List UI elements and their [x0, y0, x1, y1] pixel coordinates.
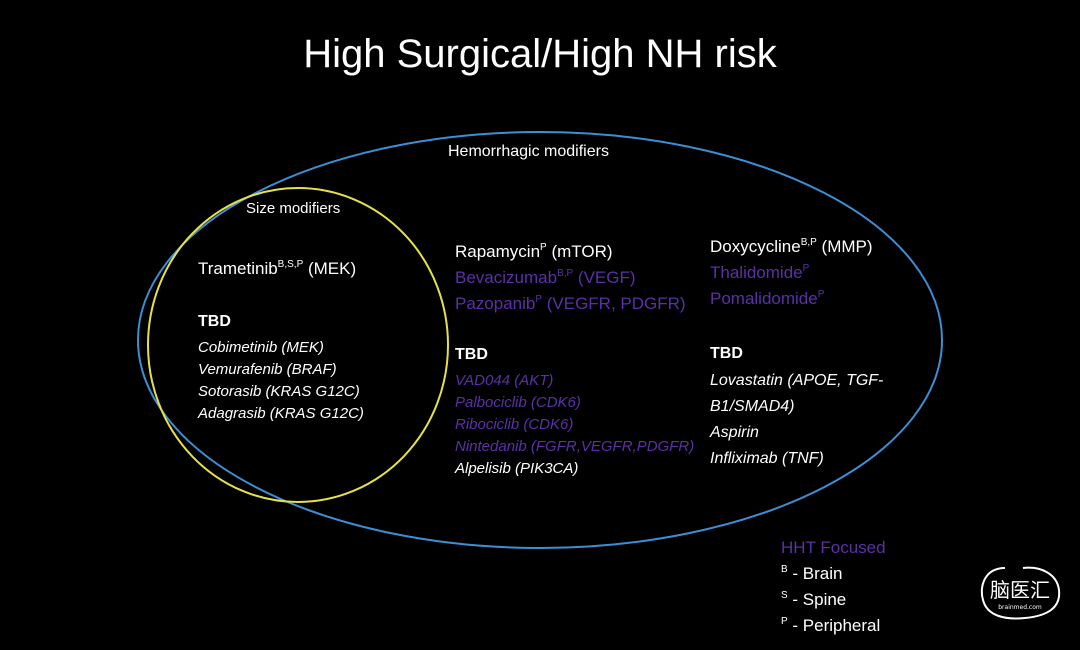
legend-item: P - Peripheral: [781, 613, 886, 639]
list-item: Sotorasib (KRAS G12C): [198, 383, 360, 400]
drug-target: (MEK): [303, 259, 357, 278]
list-item: Adagrasib (KRAS G12C): [198, 405, 364, 422]
drug-sup: B,S,P: [277, 259, 304, 270]
list-item: PazopanibP (VEGFR, PDGFR): [455, 291, 686, 317]
trametinib-entry: TrametinibB,S,P (MEK): [198, 256, 356, 282]
legend-sup: B: [781, 564, 788, 575]
list-item: Ribociclib (CDK6): [455, 416, 574, 433]
legend-sup: P: [781, 616, 788, 627]
middle-tbd-heading: TBD: [455, 346, 488, 363]
legend: HHT Focused B - Brain S - Spine P - Peri…: [781, 535, 886, 639]
legend-sup: S: [781, 590, 788, 601]
brainmed-logo: 脑医汇 brainmed.com: [980, 566, 1061, 620]
right-tbd-list: Lovastatin (APOE, TGF- B1/SMAD4) Aspirin…: [710, 368, 883, 472]
list-item: B1/SMAD4): [710, 398, 795, 415]
list-item: Nintedanib (FGFR,VEGFR,PDGFR): [455, 438, 695, 455]
list-item: BevacizumabB,P (VEGF): [455, 265, 686, 291]
logo-subtext: brainmed.com: [998, 604, 1042, 611]
logo-text: 脑医汇: [990, 578, 1050, 602]
drug-name: Pomalidomide: [710, 289, 818, 308]
drug-sup: P: [540, 242, 547, 253]
list-item: Aspirin: [710, 424, 759, 441]
right-tbd-heading: TBD: [710, 345, 743, 362]
list-item: VAD044 (AKT): [455, 372, 554, 389]
list-item: DoxycyclineB,P (MMP): [710, 234, 873, 260]
logo-swoosh: [980, 566, 1061, 620]
list-item: RapamycinP (mTOR): [455, 239, 686, 265]
inner-tbd-heading: TBD: [198, 313, 231, 330]
drug-name: Thalidomide: [710, 263, 803, 282]
slide-title: High Surgical/High NH risk: [303, 32, 777, 76]
drug-name: Bevacizumab: [455, 268, 558, 287]
hemorrhagic-modifiers-ellipse: [137, 131, 943, 549]
list-item: Vemurafenib (BRAF): [198, 361, 337, 378]
drug-target: (VEGFR, PDGFR): [542, 294, 686, 313]
inner-tbd-list: Cobimetinib (MEK) Vemurafenib (BRAF) Sot…: [198, 337, 364, 425]
middle-drug-list: RapamycinP (mTOR) BevacizumabB,P (VEGF) …: [455, 239, 686, 317]
list-item: Alpelisib (PIK3CA): [455, 460, 579, 477]
legend-item: S - Spine: [781, 587, 886, 613]
list-item: Cobimetinib (MEK): [198, 339, 324, 356]
list-item: PomalidomideP: [710, 286, 873, 312]
hemorrhagic-modifiers-label: Hemorrhagic modifiers: [448, 143, 609, 160]
size-modifiers-ellipse: [147, 187, 449, 503]
drug-sup: P: [535, 294, 543, 305]
legend-text: - Spine: [787, 590, 847, 609]
list-item: Infliximab (TNF): [710, 450, 824, 467]
list-item: ThalidomideP: [710, 260, 873, 286]
legend-item: B - Brain: [781, 561, 886, 587]
legend-heading: HHT Focused: [781, 538, 886, 557]
middle-tbd-list: VAD044 (AKT) Palbociclib (CDK6) Ribocicl…: [455, 370, 694, 480]
list-item: Lovastatin (APOE, TGF-: [710, 372, 884, 389]
drug-sup: B,P: [800, 237, 817, 248]
drug-target: (mTOR): [546, 242, 613, 261]
legend-text: - Brain: [787, 564, 843, 583]
drug-sup: P: [817, 289, 825, 300]
drug-target: (VEGF): [573, 268, 636, 287]
list-item: Palbociclib (CDK6): [455, 394, 581, 411]
right-drug-list: DoxycyclineB,P (MMP) ThalidomideP Pomali…: [710, 234, 873, 312]
drug-sup: P: [802, 263, 810, 274]
drug-name: Pazopanib: [455, 294, 536, 313]
drug-name: Trametinib: [198, 259, 278, 278]
drug-name: Rapamycin: [455, 242, 541, 261]
drug-sup: B,P: [557, 268, 574, 279]
legend-text: - Peripheral: [787, 616, 881, 635]
drug-name: Doxycycline: [710, 237, 801, 256]
drug-target: (MMP): [816, 237, 873, 256]
size-modifiers-label: Size modifiers: [246, 200, 341, 217]
